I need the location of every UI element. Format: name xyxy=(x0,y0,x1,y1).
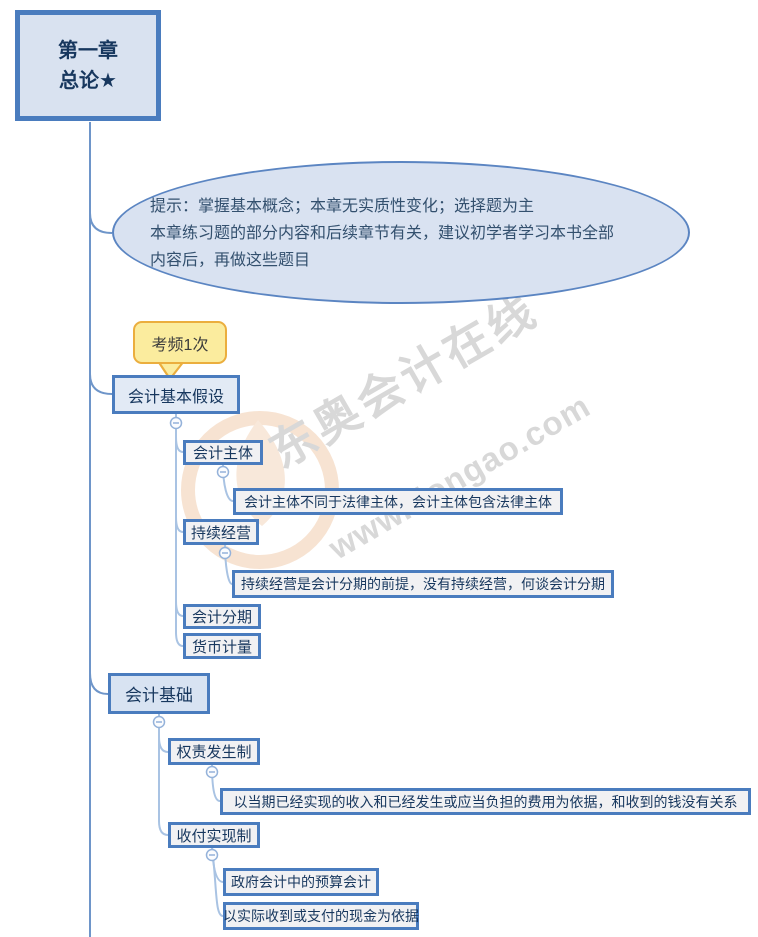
collapse-icon[interactable] xyxy=(218,546,232,560)
collapse-icon[interactable] xyxy=(152,715,166,729)
collapse-icons xyxy=(152,416,232,862)
subtopic-going-concern[interactable]: 持续经营 xyxy=(183,519,259,545)
subtopic-accrual-basis[interactable]: 权责发生制 xyxy=(168,738,260,765)
topic-accounting-basis[interactable]: 会计基础 xyxy=(108,673,210,714)
topic-accounting-assumptions[interactable]: 会计基本假设 xyxy=(112,375,240,414)
note-going-concern[interactable]: 持续经营是会计分期的前提，没有持续经营，何谈会计分期 xyxy=(232,570,614,598)
tip-ellipse[interactable]: 提示：掌握基本概念；本章无实质性变化；选择题为主 本章练习题的部分内容和后续章节… xyxy=(112,161,690,304)
collapse-icon[interactable] xyxy=(205,848,219,862)
subtopic-accounting-period[interactable]: 会计分期 xyxy=(183,604,261,629)
subtopic-accounting-entity[interactable]: 会计主体 xyxy=(183,440,263,465)
note-accrual-basis[interactable]: 以当期已经实现的收入和已经发生或应当负担的费用为依据，和收到的钱没有关系 xyxy=(220,788,751,815)
subtopic-monetary-measurement[interactable]: 货币计量 xyxy=(183,633,261,659)
note-cash-basis-2[interactable]: 以实际收到或支付的现金为依据 xyxy=(223,902,419,930)
root-topic[interactable]: 第一章 总论★ xyxy=(15,10,161,121)
subtopic-cash-basis[interactable]: 收付实现制 xyxy=(168,822,260,848)
collapse-icon[interactable] xyxy=(205,765,219,779)
note-accounting-entity[interactable]: 会计主体不同于法律主体，会计主体包含法律主体 xyxy=(233,488,563,515)
note-cash-basis-1[interactable]: 政府会计中的预算会计 xyxy=(223,868,379,896)
tip-text: 提示：掌握基本概念；本章无实质性变化；选择题为主 本章练习题的部分内容和后续章节… xyxy=(150,198,615,269)
collapse-icon[interactable] xyxy=(169,416,183,430)
frequency-callout[interactable]: 考频1次 xyxy=(133,321,227,364)
collapse-icon[interactable] xyxy=(216,465,230,479)
